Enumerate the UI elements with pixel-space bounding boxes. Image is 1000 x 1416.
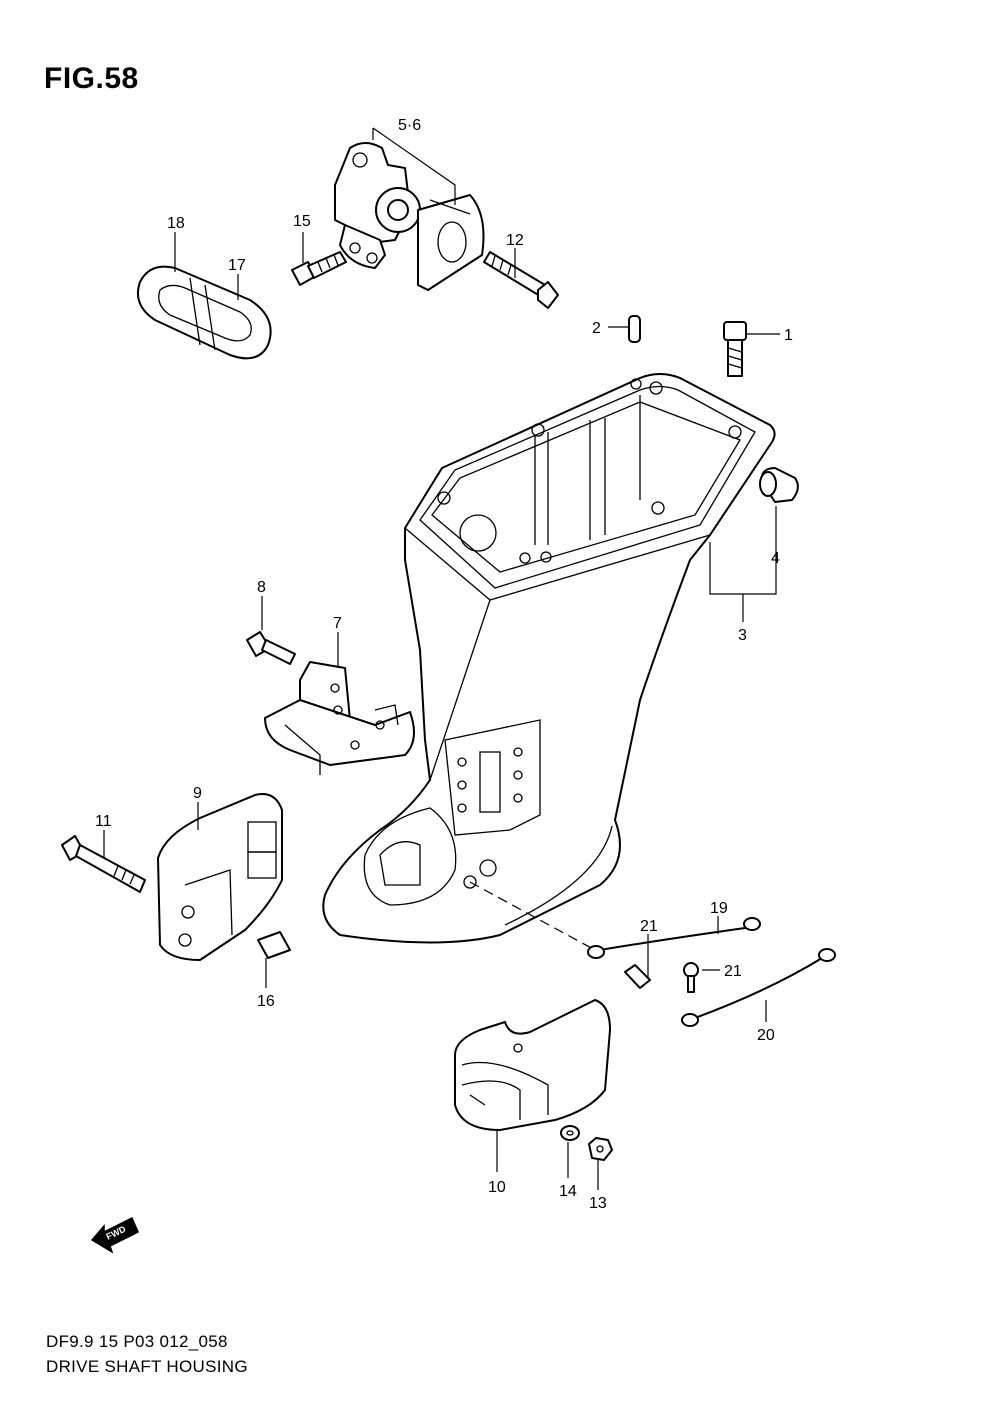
nut-part-13 xyxy=(588,1137,613,1161)
bolt-part-11 xyxy=(61,835,146,893)
callout-21a: 21 xyxy=(640,918,658,935)
cover-part-9 xyxy=(157,793,283,961)
bolt-part-15 xyxy=(291,251,347,286)
bolt-part-12 xyxy=(483,251,559,309)
callout-7: 7 xyxy=(333,615,342,632)
callout-18: 18 xyxy=(167,215,185,232)
ground-wire-part-20 xyxy=(681,948,836,1027)
bracket-part-7 xyxy=(264,661,415,775)
callout-20: 20 xyxy=(757,1027,775,1044)
bolt-part-8 xyxy=(246,631,296,665)
callout-12: 12 xyxy=(506,232,524,249)
callout-3: 3 xyxy=(738,627,747,644)
cover-part-10 xyxy=(454,999,611,1131)
ground-wire-part-19 xyxy=(469,881,761,959)
callout-9: 9 xyxy=(193,785,202,802)
washer-part-14 xyxy=(560,1125,580,1141)
callout-2: 2 xyxy=(592,320,601,337)
pin-part-16 xyxy=(257,931,291,959)
fwd-arrow-icon: FWD xyxy=(90,1216,139,1254)
figure-title: FIG.58 xyxy=(44,62,139,95)
leader-5-6 xyxy=(372,127,456,205)
bolt-part-1 xyxy=(723,321,747,377)
mount-bracket-part-5-6 xyxy=(334,142,485,291)
callout-1: 1 xyxy=(784,327,793,344)
callout-13: 13 xyxy=(589,1195,607,1212)
plug-part-4 xyxy=(759,467,799,503)
drive-shaft-housing-part-3 xyxy=(322,373,776,944)
callout-11: 11 xyxy=(95,813,112,830)
grommet-part-17-18 xyxy=(136,265,272,360)
callout-5-6: 5·6 xyxy=(398,117,421,134)
callout-15: 15 xyxy=(293,213,311,230)
footer-caption: DRIVE SHAFT HOUSING xyxy=(46,1357,248,1376)
callout-14: 14 xyxy=(559,1183,577,1200)
callout-16: 16 xyxy=(257,993,275,1010)
footer-code: DF9.9 15 P03 012_058 xyxy=(46,1332,228,1351)
callout-10: 10 xyxy=(488,1179,506,1196)
screw-part-21b xyxy=(683,962,699,993)
callout-21b: 21 xyxy=(724,963,742,980)
dowel-pin-part-2 xyxy=(628,315,641,343)
callout-19: 19 xyxy=(710,900,728,917)
screw-part-21a xyxy=(624,964,651,989)
callout-8: 8 xyxy=(257,579,266,596)
callout-4: 4 xyxy=(771,550,780,567)
callout-17: 17 xyxy=(228,257,246,274)
